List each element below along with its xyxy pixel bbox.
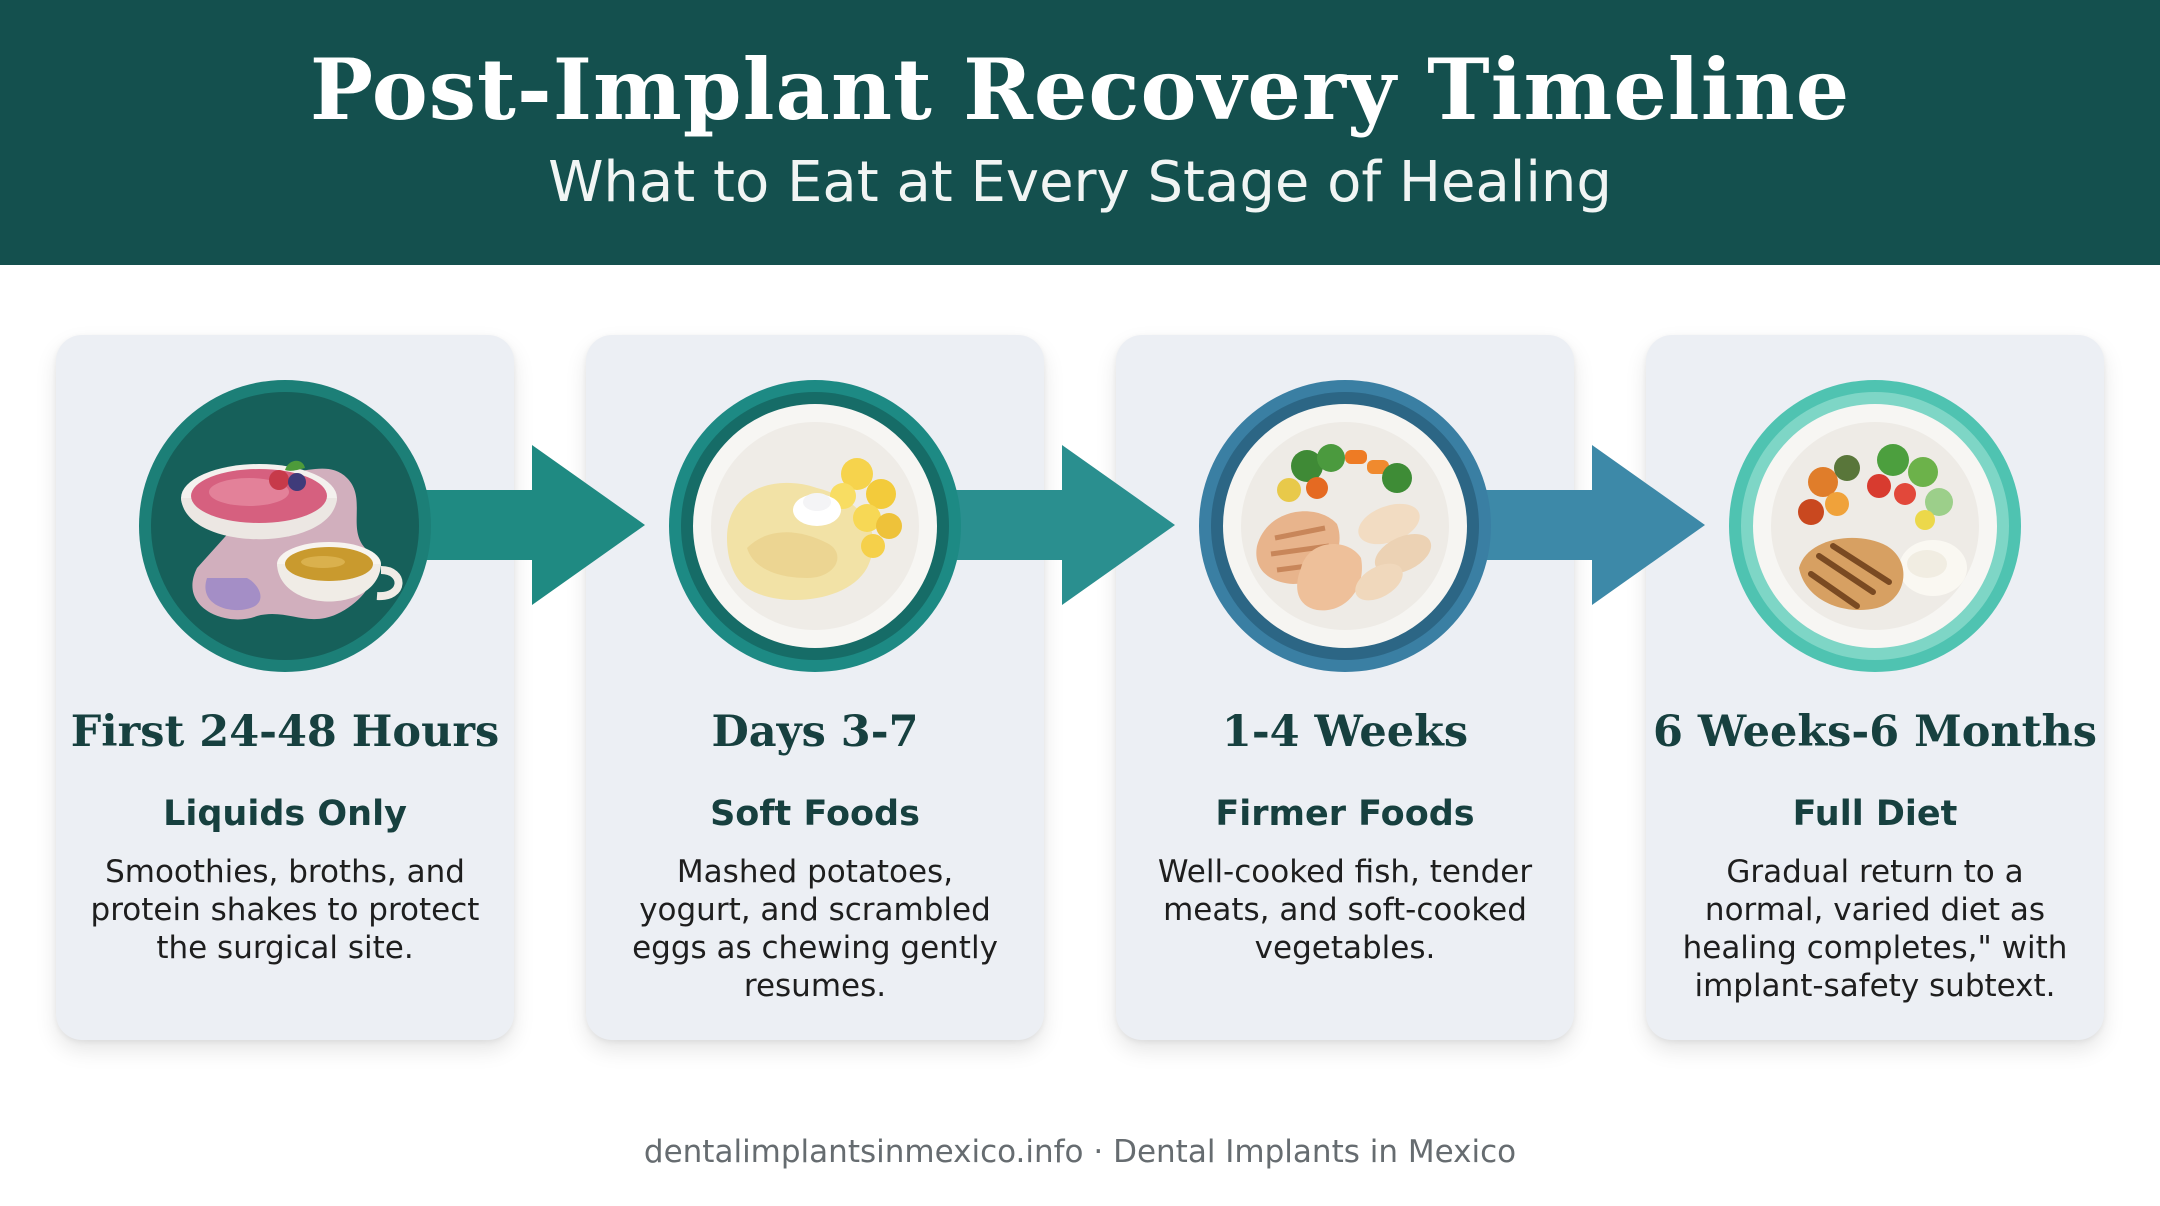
stage-period: First 24-48 Hours: [70, 707, 500, 757]
stage-diet: Soft Foods: [710, 794, 920, 834]
mashed-potato-plate-icon: [669, 380, 961, 672]
stage-description: Gradual return to a normal, varied diet …: [1682, 854, 2068, 1004]
stage-period: 6 Weeks-6 Months: [1652, 707, 2097, 757]
arrow-right-icon: [400, 445, 645, 605]
stage-description: Well-cooked fish, tender meats, and soft…: [1157, 854, 1533, 966]
footer-credit: dentalimplantsinmexico.info · Dental Imp…: [643, 1134, 1517, 1170]
stage-diet: Full Diet: [1792, 794, 1958, 834]
stage-description: Mashed potatoes, yogurt, and scrambled e…: [632, 854, 998, 1004]
stage-period: Days 3-7: [711, 707, 919, 757]
stage-diet: Firmer Foods: [1215, 794, 1475, 834]
stage-card-2: Days 3-7 Soft Foods Mashed potatoes, yog…: [586, 335, 1044, 1040]
smoothie-and-broth-icon: [139, 380, 431, 672]
header-banner: Post-Implant Recovery Timeline What to E…: [0, 0, 2160, 265]
stage-description: Smoothies, broths, and protein shakes to…: [90, 854, 480, 966]
fish-and-vegetables-plate-icon: [1199, 380, 1491, 672]
grilled-chicken-salad-plate-icon: [1729, 380, 2021, 672]
page-subtitle: What to Eat at Every Stage of Healing: [548, 150, 1612, 215]
arrow-right-icon: [1460, 445, 1705, 605]
stage-diet: Liquids Only: [163, 794, 407, 834]
stage-period: 1-4 Weeks: [1221, 707, 1469, 757]
page-title: Post-Implant Recovery Timeline: [309, 40, 1851, 139]
arrow-right-icon: [930, 445, 1175, 605]
